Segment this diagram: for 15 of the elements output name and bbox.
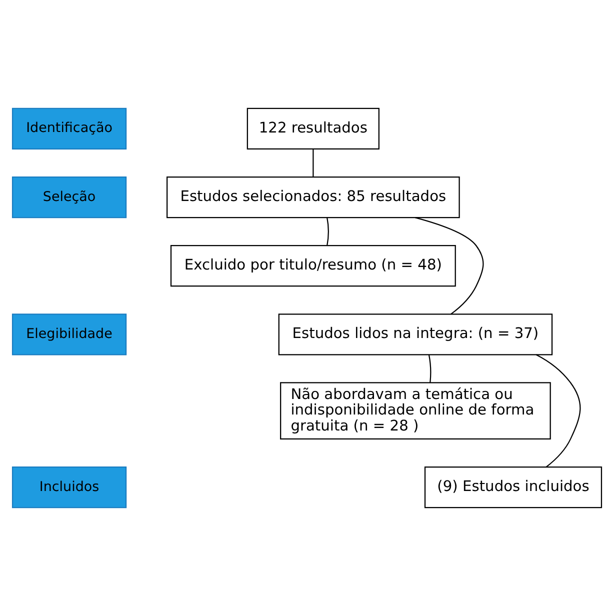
- node-box: Excluido por titulo/resumo (n = 48): [170, 245, 456, 287]
- node-box: Não abordavam a temática ou indisponibilidade online de forma gratuita (n = 28 ): [280, 382, 551, 440]
- node-box: Seleção: [12, 176, 127, 218]
- node-box: 122 resultados: [246, 108, 380, 150]
- node-box: Elegibilidade: [12, 314, 127, 356]
- node-box: (9) Estudos incluidos: [424, 466, 602, 508]
- node-box: Incluidos: [12, 466, 127, 508]
- connector: [536, 354, 581, 468]
- connector: [326, 218, 329, 246]
- connector: [428, 354, 432, 383]
- connector: [414, 217, 484, 314]
- node-box: Estudos selecionados: 85 resultados: [166, 176, 460, 218]
- node-box: Identificação: [12, 108, 127, 150]
- node-box: Estudos lidos na integra: (n = 37): [278, 314, 553, 356]
- connector: [312, 149, 314, 177]
